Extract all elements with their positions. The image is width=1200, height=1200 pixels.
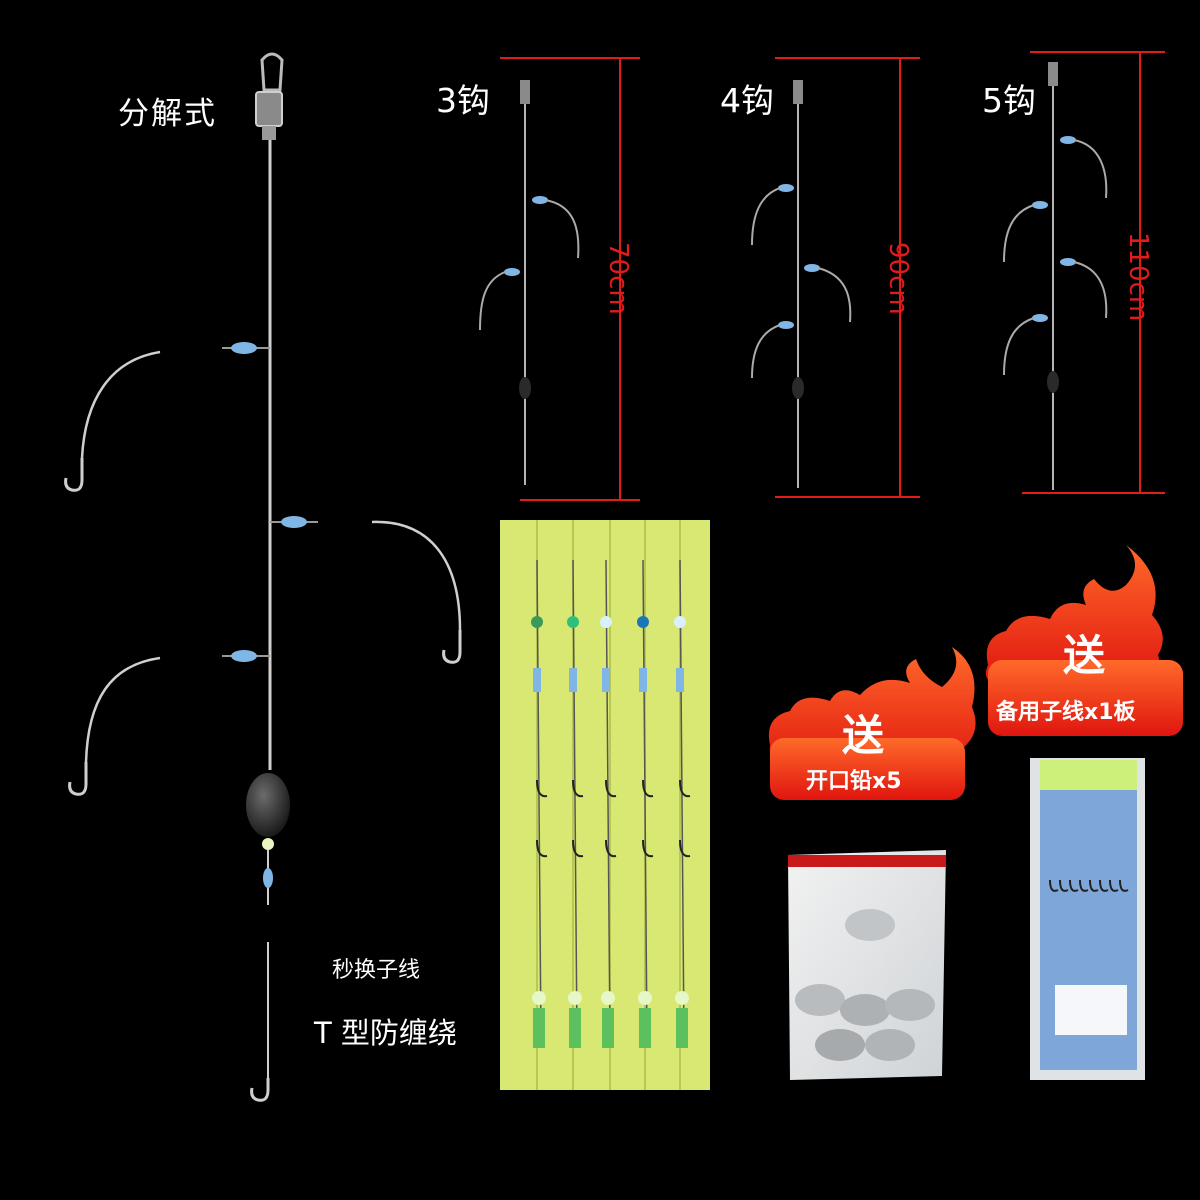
gift-badge-1: 送 [842, 711, 885, 760]
gift-text-2: 备用子线x1板 [996, 700, 1136, 725]
hook-icon [250, 1078, 270, 1102]
hook-icon [679, 839, 691, 858]
rig-4-label: 4钩 [720, 81, 774, 120]
gift-text-1: 开口铅x5 [806, 769, 902, 794]
leader-connector [533, 1008, 545, 1048]
hook-icon [642, 779, 654, 798]
spare-leader-pack [1030, 758, 1145, 1080]
leader-bead [674, 616, 686, 628]
leader-bead [531, 616, 543, 628]
leader-line [679, 559, 685, 1041]
rig-4-length: 90cm [883, 242, 913, 315]
product-title: 分解式 [118, 96, 217, 132]
leader-glow-bead [601, 991, 615, 1005]
leader-foam-board [500, 520, 710, 1090]
leader-glow-bead [638, 991, 652, 1005]
rig-3-length: 70cm [603, 242, 633, 315]
hook-icon [605, 779, 617, 798]
gift-flame-badge-2 [985, 545, 1183, 736]
hook-icon [536, 779, 548, 798]
leader-connector [602, 1008, 614, 1048]
rig-3-hooks [479, 57, 640, 501]
leader-sleeve [639, 668, 647, 692]
leader-bead [600, 616, 612, 628]
leader-bead [567, 616, 579, 628]
rig-5-length: 110cm [1123, 232, 1153, 321]
hook-icon [642, 839, 654, 858]
hook-icon [605, 839, 617, 858]
leader-line [572, 559, 578, 1041]
gift-flame-badge-1 [768, 647, 976, 800]
feature-quick-swap: 秒换子线 [332, 958, 421, 983]
leader-sleeve [569, 668, 577, 692]
main-rig [64, 52, 462, 1102]
leader-sleeve [676, 668, 684, 692]
leader-bead [637, 616, 649, 628]
leader-line [642, 559, 648, 1041]
leader-glow-bead [532, 991, 546, 1005]
leader-sleeve [533, 668, 541, 692]
rig-5-label: 5钩 [982, 81, 1036, 120]
hook-icon [68, 762, 88, 796]
snap-swivel-icon [260, 52, 284, 92]
leader-connector [639, 1008, 651, 1048]
hook-icon [64, 458, 84, 492]
sinker-weight [246, 773, 290, 837]
rig-5-hooks [1003, 51, 1165, 494]
leader-line [536, 559, 542, 1041]
hook-icon [536, 839, 548, 858]
gift-badge-2: 送 [1063, 631, 1106, 680]
leader-connector [569, 1008, 581, 1048]
hook-icon [442, 630, 462, 664]
hook-icon [572, 839, 584, 858]
leader-sleeve [602, 668, 610, 692]
rig-4-hooks [751, 57, 920, 498]
rig-3-label: 3钩 [436, 81, 490, 120]
leader-glow-bead [568, 991, 582, 1005]
hook-icon [679, 779, 691, 798]
leader-line [605, 559, 611, 1041]
hook-icon [572, 779, 584, 798]
sinker-bag [788, 850, 946, 1080]
feature-t-shape: T 型防缠绕 [314, 1016, 457, 1050]
leader-connector [676, 1008, 688, 1048]
leader-glow-bead [675, 991, 689, 1005]
